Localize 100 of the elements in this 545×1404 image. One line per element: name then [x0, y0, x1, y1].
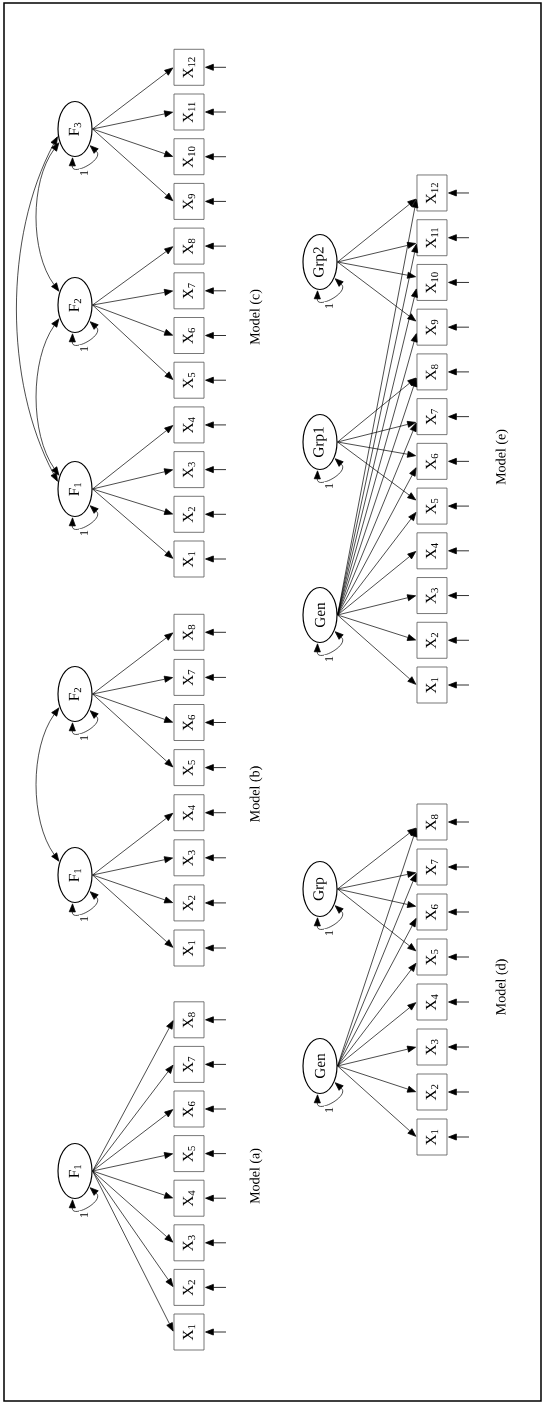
variance-loop — [68, 321, 99, 346]
observed-variable-box: X$_{1}$ — [416, 1118, 448, 1156]
edge-label: 1 — [78, 733, 90, 743]
loading-arrow — [337, 467, 417, 616]
error-arrow — [205, 944, 227, 952]
edge-label: 1 — [323, 654, 335, 664]
loading-arrow — [92, 246, 174, 306]
loading-arrow — [337, 512, 417, 616]
variance-loop — [313, 905, 344, 930]
error-arrow — [205, 153, 227, 161]
observed-variable-box: X$_{2}$ — [173, 884, 205, 922]
error-arrow — [448, 863, 470, 871]
error-arrow — [448, 998, 470, 1006]
observed-variable-box: X$_{11}$ — [416, 219, 448, 257]
observed-variable-box: X$_{7}$ — [416, 848, 448, 886]
error-arrow — [448, 457, 470, 465]
loading-arrow — [92, 874, 173, 904]
error-arrow — [205, 376, 227, 384]
observed-variable-box: X$_{6}$ — [173, 317, 205, 354]
loading-arrow — [337, 888, 417, 952]
observed-variable-box: X$_{5}$ — [416, 487, 448, 525]
edge-label: 1 — [323, 928, 335, 938]
loading-arrow — [92, 1170, 173, 1199]
covariance-arrow — [35, 142, 60, 292]
error-arrow — [448, 681, 470, 689]
error-arrow — [205, 719, 227, 726]
variance-loop — [68, 505, 99, 530]
observed-variable-box: X$_{12}$ — [173, 48, 205, 86]
loading-arrow — [337, 871, 416, 890]
loading-arrow — [337, 1065, 416, 1093]
observed-variable-box: X$_{4}$ — [173, 406, 205, 444]
variance-loop — [313, 458, 344, 483]
variance-loop — [68, 1187, 99, 1212]
error-arrow — [205, 899, 227, 907]
observed-variable-box: X$_{4}$ — [416, 983, 448, 1021]
model-caption: Model (c) — [249, 289, 263, 345]
error-arrow — [205, 555, 227, 563]
error-arrow — [205, 466, 227, 474]
error-arrow — [205, 421, 227, 429]
observed-variable-box: X$_{3}$ — [173, 1224, 205, 1262]
loading-arrow — [92, 856, 173, 876]
observed-variable-box: X$_{4}$ — [173, 1179, 205, 1217]
error-arrow — [205, 332, 227, 339]
observed-variable-box: X$_{6}$ — [173, 704, 205, 741]
error-arrow — [205, 242, 227, 250]
observed-variable-box: X$_{8}$ — [173, 227, 205, 265]
observed-variable-box: X$_{12}$ — [416, 174, 448, 212]
covariance-arrow — [35, 707, 60, 862]
error-arrow — [448, 368, 470, 376]
covariance-arrow — [16, 136, 58, 482]
error-arrow — [448, 636, 470, 644]
loading-arrow — [337, 594, 416, 616]
observed-variable-box: X$_{9}$ — [173, 183, 205, 220]
loading-arrow — [92, 488, 174, 559]
loading-arrow — [92, 693, 174, 768]
observed-variable-box: X$_{10}$ — [173, 138, 205, 176]
variance-loop — [313, 1082, 344, 1107]
observed-variable-box: X$_{10}$ — [416, 264, 448, 301]
error-arrow — [205, 1060, 227, 1068]
loading-arrow — [92, 288, 173, 306]
loading-arrow — [92, 304, 174, 380]
observed-variable-box: X$_{1}$ — [416, 666, 448, 704]
observed-variable-box: X$_{7}$ — [416, 398, 448, 436]
loading-arrow — [92, 693, 173, 723]
model-caption: Model (e) — [495, 429, 509, 485]
loading-arrow — [92, 128, 173, 158]
observed-variable-box: X$_{5}$ — [173, 1135, 205, 1172]
loading-arrow — [337, 261, 417, 322]
model-caption: Model (a) — [249, 1148, 263, 1204]
error-arrow — [205, 197, 227, 205]
loading-arrow — [337, 551, 417, 616]
edge-label: 1 — [78, 344, 90, 354]
loading-arrow — [92, 468, 173, 490]
error-arrow — [448, 234, 470, 242]
error-arrow — [205, 63, 227, 71]
loading-arrow — [337, 241, 416, 263]
observed-variable-box: X$_{3}$ — [416, 577, 448, 614]
loading-arrow — [92, 488, 173, 515]
observed-variable-box: X$_{1}$ — [173, 540, 205, 578]
loading-arrow — [337, 1002, 417, 1067]
variance-loop — [68, 710, 99, 735]
observed-variable-box: X$_{6}$ — [173, 1090, 205, 1128]
observed-variable-box: X$_{8}$ — [173, 613, 205, 651]
edge-label: 1 — [78, 914, 90, 924]
error-arrow — [205, 1016, 227, 1024]
observed-variable-box: X$_{8}$ — [416, 803, 448, 841]
observed-variable-box: X$_{11}$ — [173, 93, 205, 131]
loading-arrow — [92, 425, 174, 490]
observed-variable-box: X$_{2}$ — [416, 1073, 448, 1111]
error-arrow — [448, 592, 470, 599]
error-arrow — [448, 279, 470, 286]
observed-variable-box: X$_{3}$ — [173, 839, 205, 877]
error-arrow — [205, 1105, 227, 1113]
loading-arrow — [337, 1045, 416, 1067]
error-arrow — [448, 908, 470, 916]
loading-arrow — [92, 1170, 174, 1243]
loading-arrow — [92, 874, 174, 948]
observed-variable-box: X$_{7}$ — [173, 1046, 205, 1083]
observed-variable-box: X$_{2}$ — [173, 1269, 205, 1306]
loading-arrow — [337, 441, 416, 458]
